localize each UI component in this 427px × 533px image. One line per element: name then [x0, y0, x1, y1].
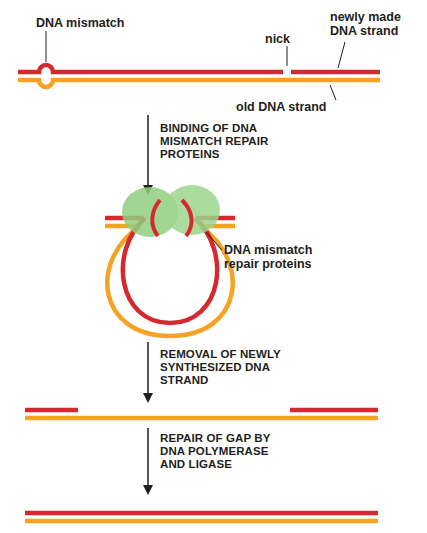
old-strand	[25, 416, 378, 421]
step-label: BINDING OF DNA MISMATCH REPAIR PROTEINS	[160, 122, 295, 162]
strand-label: newly made DNA strand	[330, 10, 422, 39]
new-strand	[290, 408, 378, 413]
new-strand	[182, 200, 192, 236]
step-label: REMOVAL OF NEWLY SYNTHESIZED DNA STRAND	[160, 348, 310, 388]
repair-protein	[164, 185, 220, 235]
leader-line	[338, 42, 345, 68]
new-strand	[291, 70, 380, 75]
new-strand	[25, 408, 78, 413]
leader-line	[46, 31, 47, 62]
step-arrow	[147, 342, 149, 398]
nick-label: nick	[265, 32, 315, 46]
protein-label: DNA mismatch repair proteins	[224, 243, 334, 272]
leader-line	[287, 46, 288, 66]
old-strand	[25, 519, 378, 524]
old-strand	[18, 80, 380, 87]
new-strand	[18, 65, 283, 72]
new-strand	[152, 200, 160, 236]
new-strand	[25, 511, 378, 516]
step-label: REPAIR OF GAP BY DNA POLYMERASE AND LIGA…	[160, 432, 290, 472]
mismatch-label: DNA mismatch	[36, 16, 156, 30]
leader-line	[206, 232, 222, 250]
step-arrow	[147, 115, 149, 190]
leader-line	[330, 85, 336, 100]
step-arrow	[147, 428, 149, 490]
strand-label: old DNA strand	[236, 100, 386, 114]
